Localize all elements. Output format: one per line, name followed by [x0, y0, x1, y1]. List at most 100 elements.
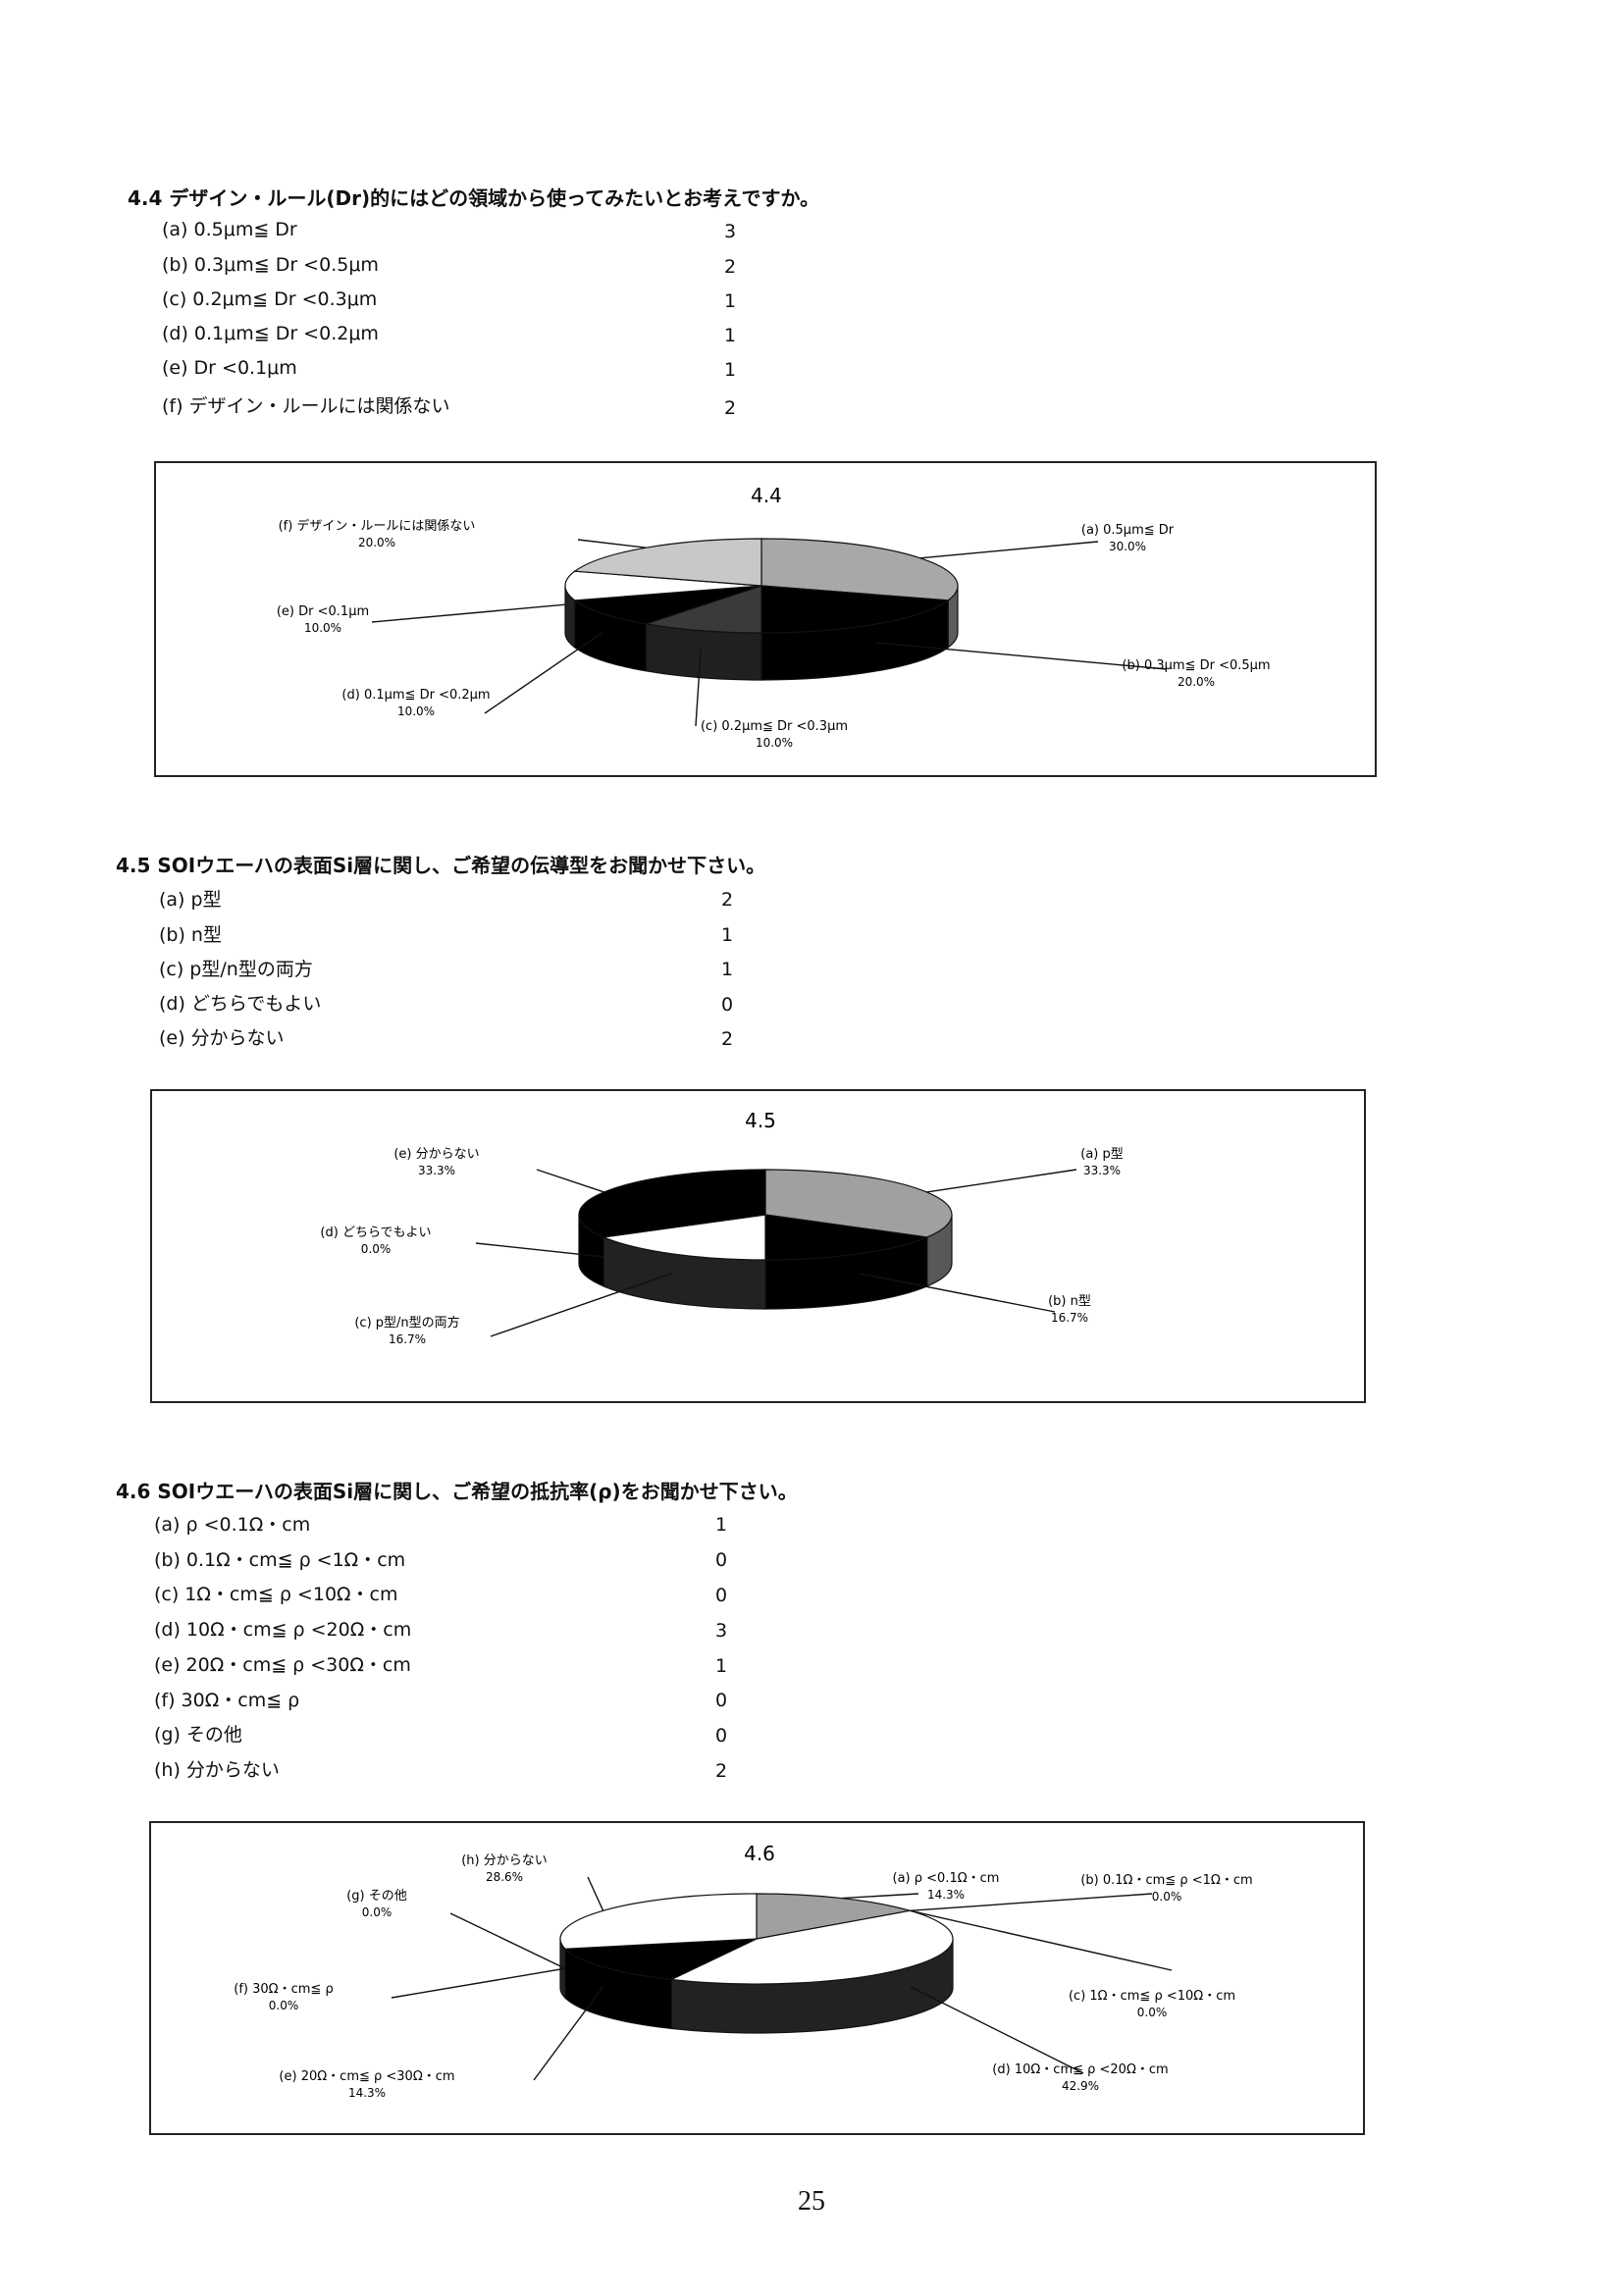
pie-value-label: 42.9%	[1062, 2079, 1099, 2093]
pie-slice	[573, 538, 762, 587]
pie-category-label: (g) その他	[346, 1889, 407, 1904]
pie-category-label: (c) 0.2μm≦ Dr <0.3μm	[701, 719, 848, 734]
option-count: 3	[724, 221, 737, 242]
pie-value-label: 33.3%	[1083, 1164, 1121, 1177]
option-count: 2	[724, 256, 737, 278]
option-label: (f) 30Ω・cm≦ ρ	[154, 1690, 300, 1711]
option-label: (g) その他	[154, 1724, 242, 1746]
pie-slice	[646, 585, 762, 634]
pie-leader-line	[391, 1967, 566, 1999]
pie-category-label: (d) 10Ω・cm≦ ρ <20Ω・cm	[992, 2062, 1168, 2077]
pie-leader-line	[371, 603, 566, 623]
pie-category-label: (f) 30Ω・cm≦ ρ	[234, 1982, 333, 1997]
pie-leader-line	[910, 1893, 1153, 1912]
pie-slice	[764, 1214, 929, 1261]
option-label: (b) 0.1Ω・cm≦ ρ <1Ω・cm	[154, 1549, 406, 1571]
pie-leader-line	[910, 1986, 1084, 2074]
pie-category-label: (a) ρ <0.1Ω・cm	[893, 1871, 1000, 1886]
pie-category-label: (e) Dr <0.1μm	[277, 604, 369, 619]
option-label: (e) Dr <0.1μm	[162, 357, 297, 379]
option-label: (d) 10Ω・cm≦ ρ <20Ω・cm	[154, 1619, 412, 1641]
chart-title: 4.5	[745, 1109, 776, 1132]
pie-leader-line	[841, 1893, 919, 1900]
pie-category-label: (d) 0.1μm≦ Dr <0.2μm	[341, 688, 490, 703]
pie-leader-line	[587, 1876, 604, 1911]
option-count: 1	[715, 1655, 728, 1677]
option-count: 1	[715, 1514, 728, 1536]
pie-slice	[764, 1169, 953, 1238]
pie-value-label: 16.7%	[389, 1332, 426, 1346]
pie-value-label: 0.0%	[361, 1242, 392, 1256]
option-label: (a) p型	[159, 889, 222, 911]
pie-value-label: 0.0%	[269, 1999, 299, 2012]
option-label: (c) p型/n型の両方	[159, 959, 313, 980]
option-label: (c) 1Ω・cm≦ ρ <10Ω・cm	[154, 1584, 398, 1605]
pie-value-label: 20.0%	[1178, 675, 1215, 689]
pie-slice	[669, 1909, 954, 1985]
pie-slice	[573, 585, 762, 625]
pie-value-label: 14.3%	[348, 2086, 386, 2100]
pie-category-label: (b) 0.1Ω・cm≦ ρ <1Ω・cm	[1080, 1873, 1252, 1888]
pie-leader-line	[859, 1273, 1056, 1313]
pie-category-label: (c) 1Ω・cm≦ ρ <10Ω・cm	[1069, 1989, 1235, 2004]
option-count: 1	[721, 924, 734, 946]
pie-leader-line	[533, 1986, 604, 2081]
pie-leader-line	[475, 1242, 604, 1258]
option-label: (d) どちらでもよい	[159, 993, 322, 1015]
option-label: (e) 分からない	[159, 1027, 285, 1049]
pie-slice	[602, 1214, 766, 1261]
pie-category-label: (e) 分からない	[393, 1147, 479, 1162]
option-label: (h) 分からない	[154, 1759, 280, 1781]
pie-category-label: (d) どちらでもよい	[320, 1226, 431, 1240]
pie-leader-line	[484, 631, 603, 714]
pie-slices	[564, 538, 959, 634]
pie-slice	[563, 1938, 758, 1981]
option-count: 3	[715, 1620, 728, 1642]
pie-category-label: (h) 分からない	[461, 1853, 548, 1868]
section-4-5-title: 4.5 SOIウエーハの表面Si層に関し、ご希望の伝導型をお聞かせ下さい。	[116, 854, 766, 877]
option-count: 0	[715, 1690, 728, 1711]
option-label: (d) 0.1μm≦ Dr <0.2μm	[162, 323, 379, 344]
page-number: 25	[798, 2186, 825, 2217]
pie-category-label: (e) 20Ω・cm≦ ρ <30Ω・cm	[279, 2069, 454, 2084]
pie-value-label: 28.6%	[486, 1870, 523, 1884]
pie-category-label: (b) 0.3μm≦ Dr <0.5μm	[1122, 658, 1270, 673]
section-4-6-title: 4.6 SOIウエーハの表面Si層に関し、ご希望の抵抗率(ρ)をお聞かせ下さい。	[116, 1480, 798, 1503]
pie-leader-line	[876, 642, 1168, 670]
pie-value-label: 20.0%	[358, 536, 395, 549]
pie-value-label: 0.0%	[1152, 1890, 1182, 1904]
option-label: (e) 20Ω・cm≦ ρ <30Ω・cm	[154, 1654, 411, 1676]
pie-slices	[578, 1169, 953, 1261]
option-count: 1	[721, 959, 734, 980]
option-label: (a) ρ <0.1Ω・cm	[154, 1514, 311, 1536]
option-count: 1	[724, 359, 737, 381]
pie-leader-line	[577, 539, 647, 548]
chart-title: 4.4	[751, 484, 782, 507]
pie-leader-line	[919, 541, 1099, 559]
option-count: 1	[724, 325, 737, 346]
option-count: 2	[721, 889, 734, 911]
pie-category-label: (b) n型	[1048, 1294, 1091, 1309]
pie-side-walls	[564, 585, 959, 681]
pie-value-label: 30.0%	[1109, 540, 1146, 553]
pie-category-label: (c) p型/n型の両方	[354, 1315, 459, 1331]
section-4-4-title: 4.4 デザイン・ルール(Dr)的にはどの領域から使ってみたいとお考えですか。	[128, 186, 820, 210]
pie-slice	[756, 1893, 911, 1940]
pie-category-label: (a) p型	[1080, 1147, 1124, 1162]
pie-value-label: 14.3%	[927, 1888, 965, 1902]
pie-leader-line	[910, 1909, 1173, 1971]
option-count: 0	[715, 1725, 728, 1747]
pie-slice	[760, 585, 950, 634]
option-count: 0	[715, 1549, 728, 1571]
option-label: (b) n型	[159, 924, 222, 946]
pie-value-label: 33.3%	[418, 1164, 455, 1177]
option-label: (f) デザイン・ルールには関係ない	[162, 395, 450, 417]
pie-value-label: 10.0%	[397, 704, 435, 718]
